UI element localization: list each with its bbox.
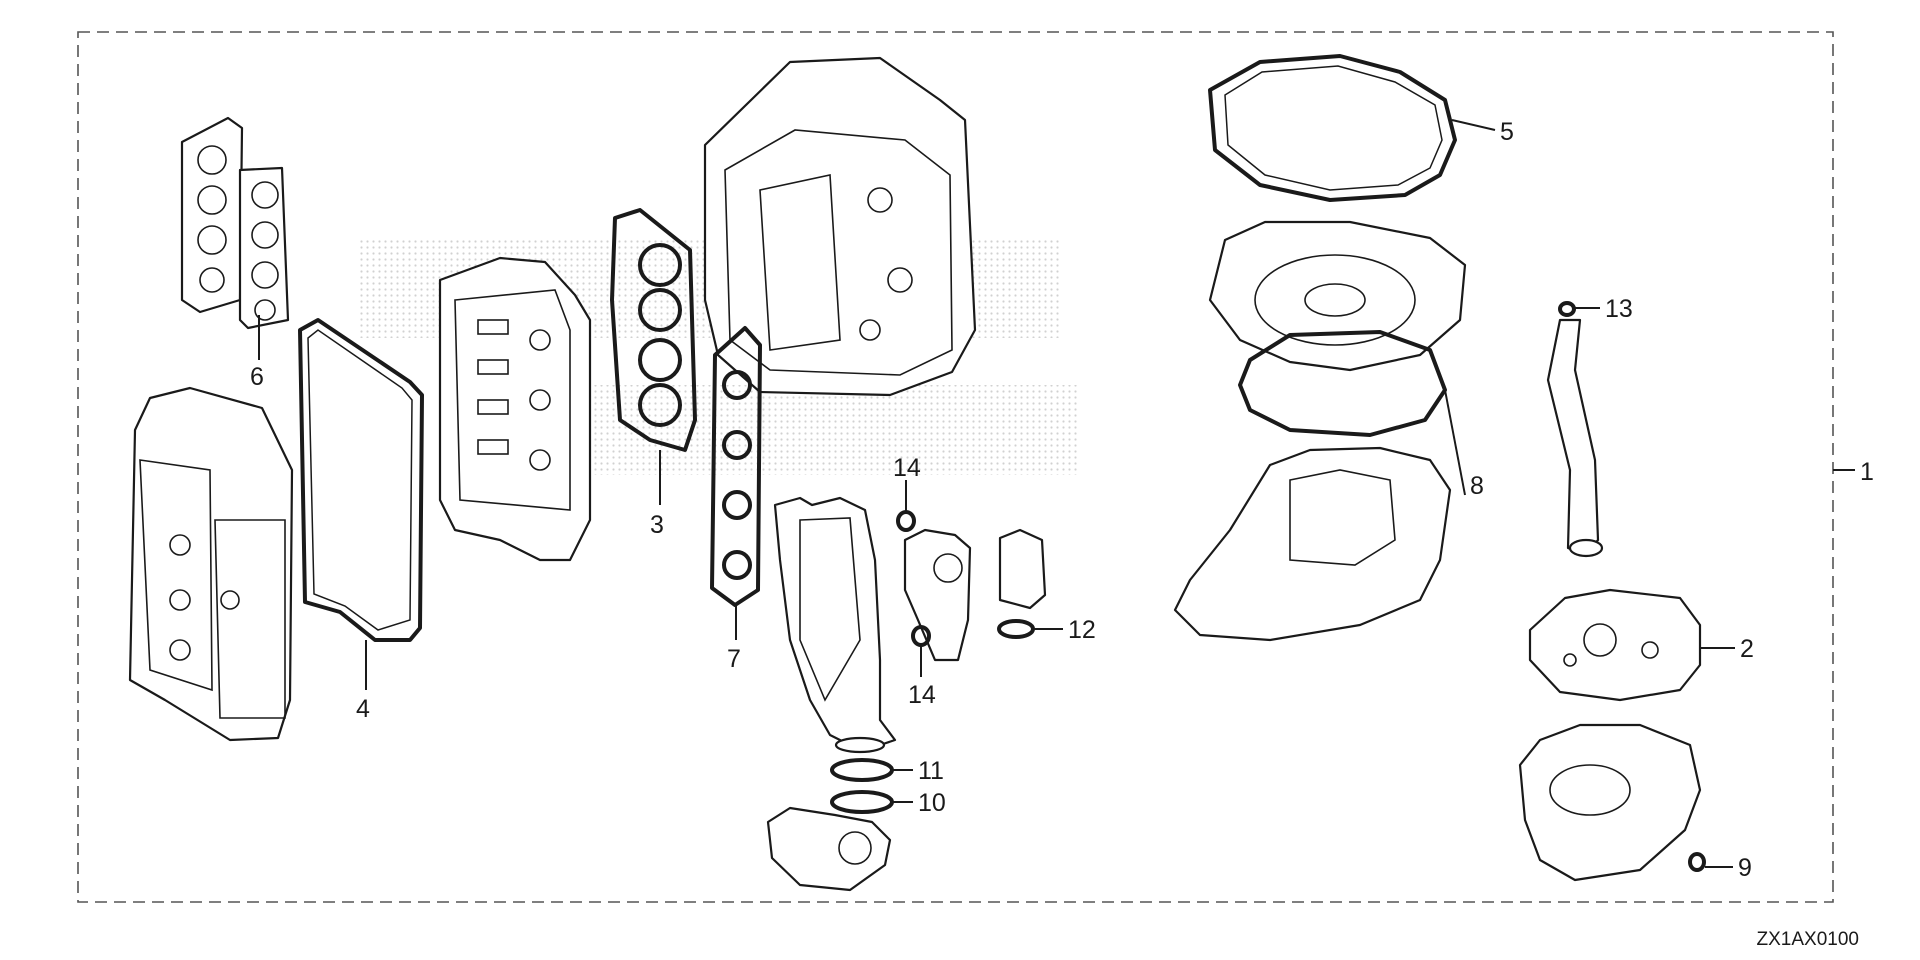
part-oil-pump-body[interactable] xyxy=(1518,723,1702,882)
part-exhaust-gasket[interactable] xyxy=(710,326,762,607)
part-oil-case-gasket[interactable] xyxy=(1238,330,1447,437)
callout-13: 13 xyxy=(1605,295,1633,323)
callout-9: 9 xyxy=(1738,854,1752,882)
part-intake-manifold-gasket[interactable] xyxy=(180,116,290,330)
part-head-cover-gasket[interactable] xyxy=(298,318,424,642)
callout-10: 10 xyxy=(918,789,946,817)
leader-lines xyxy=(258,119,1855,868)
part-o-ring-13[interactable] xyxy=(1558,301,1576,317)
callout-4: 4 xyxy=(356,695,370,723)
part-drain-washer[interactable] xyxy=(1688,852,1706,872)
part-thermostat-cover[interactable] xyxy=(766,806,892,892)
part-flywheel-housing[interactable] xyxy=(1208,220,1467,372)
callout-14-upper: 14 xyxy=(893,454,921,482)
part-o-ring-14-lower[interactable] xyxy=(911,625,931,647)
part-o-ring-10[interactable] xyxy=(830,790,894,814)
callout-11: 11 xyxy=(918,757,944,785)
diagram-code: ZX1AX0100 xyxy=(1757,929,1859,950)
part-oil-pump-gasket[interactable] xyxy=(1528,588,1702,702)
part-cylinder-block[interactable] xyxy=(703,56,977,397)
part-cylinder-head-gasket[interactable] xyxy=(610,208,697,452)
part-flywheel-housing-gasket[interactable] xyxy=(1208,54,1457,202)
kit-frame xyxy=(77,31,1834,903)
callout-14-lower: 14 xyxy=(908,681,936,709)
callout-12: 12 xyxy=(1068,616,1096,644)
part-o-ring-11[interactable] xyxy=(830,758,894,782)
part-o-ring-14-upper[interactable] xyxy=(896,510,916,532)
callout-2: 2 xyxy=(1740,635,1754,663)
callout-7: 7 xyxy=(727,645,741,673)
callout-5: 5 xyxy=(1500,118,1514,146)
callout-3: 3 xyxy=(650,511,664,539)
callout-6: 6 xyxy=(250,363,264,391)
part-o-ring-12[interactable] xyxy=(997,619,1035,639)
part-oil-strainer[interactable] xyxy=(1546,318,1604,558)
part-cylinder-head[interactable] xyxy=(438,256,592,562)
part-exhaust-manifold[interactable] xyxy=(773,496,897,754)
callout-8: 8 xyxy=(1470,472,1484,500)
callout-1: 1 xyxy=(1860,458,1874,486)
part-oil-case[interactable] xyxy=(1173,446,1452,642)
part-head-cover[interactable] xyxy=(128,386,294,742)
